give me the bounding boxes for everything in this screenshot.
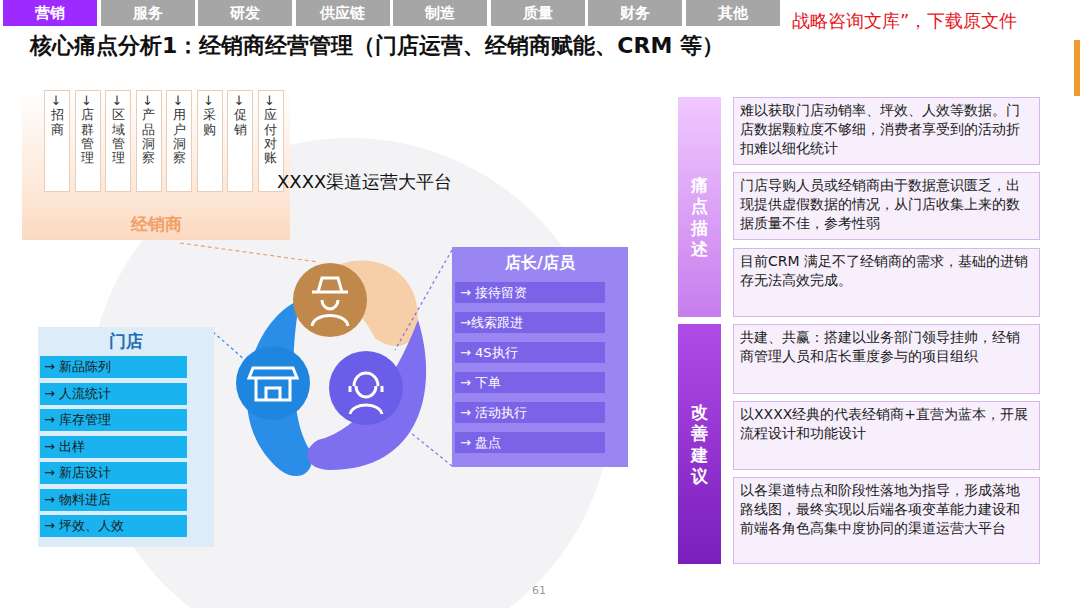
advice-box: 以各渠道特点和阶段性落地为指导，形成落地路线图，最终实现以后端各项变革能力建设和… [733, 477, 1040, 564]
tab: 质量 [491, 0, 585, 26]
dealer-panel: 经销商 ↓招商 ↓店群管理 ↓区域管理 ↓产品洞察 ↓用户洞察 ↓采购 ↓促销 ↓应付对账 [22, 88, 290, 240]
advice-box: 以XXXX经典的代表经销商+直营为蓝本，开展流程设计和功能设计 [733, 401, 1040, 470]
node-text: 营销 [35, 4, 65, 23]
node-text: → 4S执行 [460, 344, 518, 362]
dealer-figure [312, 278, 348, 326]
staff-item: → 活动执行 [455, 402, 605, 423]
dealer-function: ↓招商 [44, 90, 70, 192]
store-item: → 新店设计 [40, 462, 187, 484]
node-text: 难以获取门店动销率、坪效、人效等数据。门店数据颗粒度不够细，消费者享受到的活动折… [740, 101, 1033, 158]
staff-item: → 4S执行 [455, 342, 605, 363]
node-text: →线索跟进 [460, 314, 523, 332]
node-text: ↓应付对账 [264, 94, 277, 191]
node-text: 改善建议 [691, 402, 708, 564]
staff-item: → 盘点 [455, 432, 605, 453]
node-text: 共建、共赢：搭建以业务部门领导挂帅，经销商管理人员和店长重度参与的项目组织 [740, 328, 1033, 366]
swirl-purple [307, 320, 426, 470]
advice-box: 共建、共赢：搭建以业务部门领导挂帅，经销商管理人员和店长重度参与的项目组织 [733, 324, 1040, 394]
section-bar: 痛点描述 [678, 97, 721, 317]
tab: 财务 [588, 0, 682, 26]
page-title: 核心痛点分析1：经销商经营管理（门店运营、经销商赋能、CRM 等） [30, 31, 724, 61]
tab: 供应链 [296, 0, 390, 26]
node-text: ↓产品洞察 [142, 94, 155, 191]
tab: 研发 [198, 0, 292, 26]
node-text: → 活动执行 [460, 404, 527, 422]
staff-item: → 下单 [455, 372, 605, 393]
pain-box: 门店导购人员或经销商由于数据意识匮乏，出现提供虚假数据的情况，从门店收集上来的数… [733, 172, 1040, 240]
node-text: ↓用户洞察 [173, 94, 186, 191]
node-text: → 盘点 [460, 434, 501, 452]
store-item: → 库存管理 [40, 409, 187, 431]
leader-line [395, 250, 452, 466]
node-text: → 出样 [44, 438, 85, 456]
node-text: → 库存管理 [44, 411, 111, 429]
staff-item: →线索跟进 [455, 312, 605, 333]
node-text: → 坪效、人效 [44, 517, 124, 535]
section-bar: 改善建议 [678, 324, 721, 564]
tab: 制造 [393, 0, 487, 26]
node-text: ↓招商 [51, 94, 64, 191]
node-text: → 新品陈列 [44, 358, 111, 376]
node-text: ↓区域管理 [112, 94, 125, 191]
node-text: 财务 [620, 4, 650, 23]
dealer-icon [293, 263, 367, 337]
store-item: → 物料进店 [40, 489, 187, 511]
node-text: → 新店设计 [44, 464, 111, 482]
edge-bar [1074, 40, 1080, 96]
dealer-function: ↓促销 [227, 90, 253, 192]
dealer-function: ↓店群管理 [75, 90, 101, 192]
node-text: 店长/店员 [452, 247, 628, 274]
node-text: 服务 [133, 4, 163, 23]
store-panel: 门店 → 新品陈列 → 人流统计 → 库存管理 → 出样 → 新店设计 → 物料进店 → 坪效… [38, 327, 214, 547]
node-text: → 下单 [460, 374, 501, 392]
dealer-function: ↓产品洞察 [136, 90, 162, 192]
node-text: → 物料进店 [44, 491, 111, 509]
tab: 服务 [101, 0, 195, 26]
tab: 其他 [686, 0, 780, 26]
node-text: 质量 [523, 4, 553, 23]
tab: 营销 [3, 0, 97, 26]
dealer-function: ↓采购 [197, 90, 223, 192]
pain-box: 难以获取门店动销率、坪效、人效等数据。门店数据颗粒度不够细，消费者享受到的活动折… [733, 97, 1040, 165]
watermark: 战略咨询文库”，下载原文件 [790, 9, 1019, 33]
store-item: → 新品陈列 [40, 356, 187, 378]
store-icon [236, 346, 310, 420]
node-text: ↓促销 [234, 94, 247, 191]
staff-item: → 接待留资 [455, 282, 605, 303]
node-text: 供应链 [320, 4, 365, 23]
node-text: → 接待留资 [460, 284, 527, 302]
store-figure [249, 368, 297, 400]
node-text: 门店 [38, 327, 214, 353]
node-text: ↓采购 [203, 94, 216, 191]
node-text: 制造 [425, 4, 455, 23]
staff-icon [329, 351, 403, 425]
node-text: 研发 [230, 4, 260, 23]
page-number: 61 [532, 584, 546, 597]
leader-line [213, 332, 245, 360]
pain-box: 目前CRM 满足不了经销商的需求，基础的进销存无法高效完成。 [733, 248, 1040, 317]
dealer-function: ↓用户洞察 [166, 90, 192, 192]
dealer-function: ↓区域管理 [105, 90, 131, 192]
staff-figure [350, 373, 382, 414]
node-text: 以各渠道特点和阶段性落地为指导，形成落地路线图，最终实现以后端各项变革能力建设和… [740, 481, 1033, 538]
store-item: → 坪效、人效 [40, 515, 187, 537]
node-text: 经销商 [131, 213, 182, 236]
node-text: 其他 [718, 4, 748, 23]
node-text: 目前CRM 满足不了经销商的需求，基础的进销存无法高效完成。 [740, 252, 1033, 290]
platform-label: XXXX渠道运营大平台 [277, 170, 452, 194]
node-text: ↓店群管理 [81, 94, 94, 191]
store-item: → 人流统计 [40, 383, 187, 405]
store-item: → 出样 [40, 436, 187, 458]
node-text: 以XXXX经典的代表经销商+直营为蓝本，开展流程设计和功能设计 [740, 405, 1033, 443]
node-text: 痛点描述 [691, 175, 708, 317]
staff-panel: 店长/店员 → 接待留资 →线索跟进 → 4S执行 → 下单 → 活动执行 → 盘点 [452, 247, 628, 467]
node-text: 门店导购人员或经销商由于数据意识匮乏，出现提供虚假数据的情况，从门店收集上来的数… [740, 176, 1033, 233]
leader-line [180, 243, 318, 262]
node-text: → 人流统计 [44, 385, 111, 403]
